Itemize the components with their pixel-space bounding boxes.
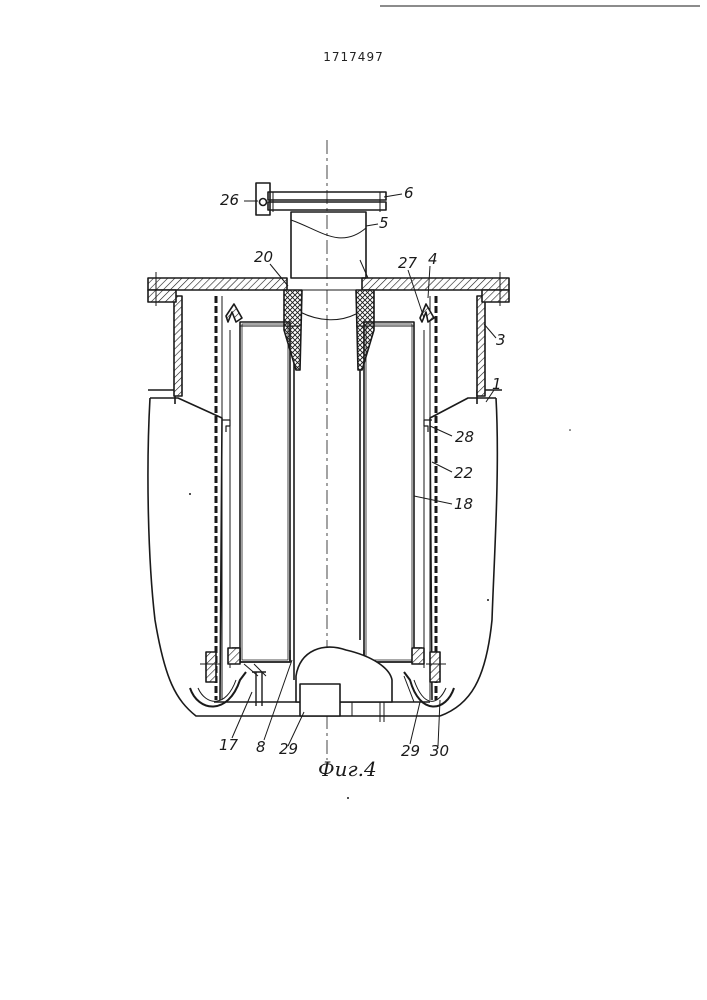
- label-27: 27: [398, 256, 417, 271]
- label-1: 1: [492, 377, 502, 392]
- seal-right: [356, 290, 374, 370]
- label-4: 4: [428, 252, 438, 267]
- drive-hub: [260, 199, 267, 206]
- clip-left: [222, 420, 230, 432]
- label-30: 30: [430, 744, 449, 759]
- upper-pipe: [291, 212, 366, 278]
- label-5: 5: [379, 216, 389, 231]
- bottom-seal-right: [430, 652, 440, 682]
- bottom-seal-left: [206, 652, 216, 682]
- top-flange-left: [148, 290, 176, 302]
- label-17: 17: [219, 738, 238, 753]
- label-29-right: 29: [401, 744, 420, 759]
- figure-caption: Фиг.4: [318, 757, 377, 781]
- shoulder-flange-left: [148, 390, 175, 404]
- inner-drum-right: [364, 322, 414, 662]
- inner-drum-left: [240, 322, 290, 662]
- label-8: 8: [256, 740, 266, 755]
- label-29-left: 29: [279, 742, 298, 757]
- drain-nozzle: [252, 672, 266, 706]
- top-plate-left: [148, 278, 287, 290]
- label-26: 26: [220, 193, 239, 208]
- label-20: 20: [254, 250, 273, 265]
- housing-wall-right: [477, 296, 485, 396]
- seal-left: [284, 290, 302, 370]
- label-28: 28: [455, 430, 474, 445]
- label-6: 6: [404, 186, 414, 201]
- top-plate-right: [362, 278, 509, 290]
- lip-left: [226, 304, 242, 322]
- drive-block: [300, 684, 340, 716]
- label-18: 18: [454, 497, 473, 512]
- label-22: 22: [454, 466, 473, 481]
- label-3: 3: [496, 333, 506, 348]
- housing-wall-left: [174, 296, 182, 396]
- top-flange-right: [482, 290, 509, 302]
